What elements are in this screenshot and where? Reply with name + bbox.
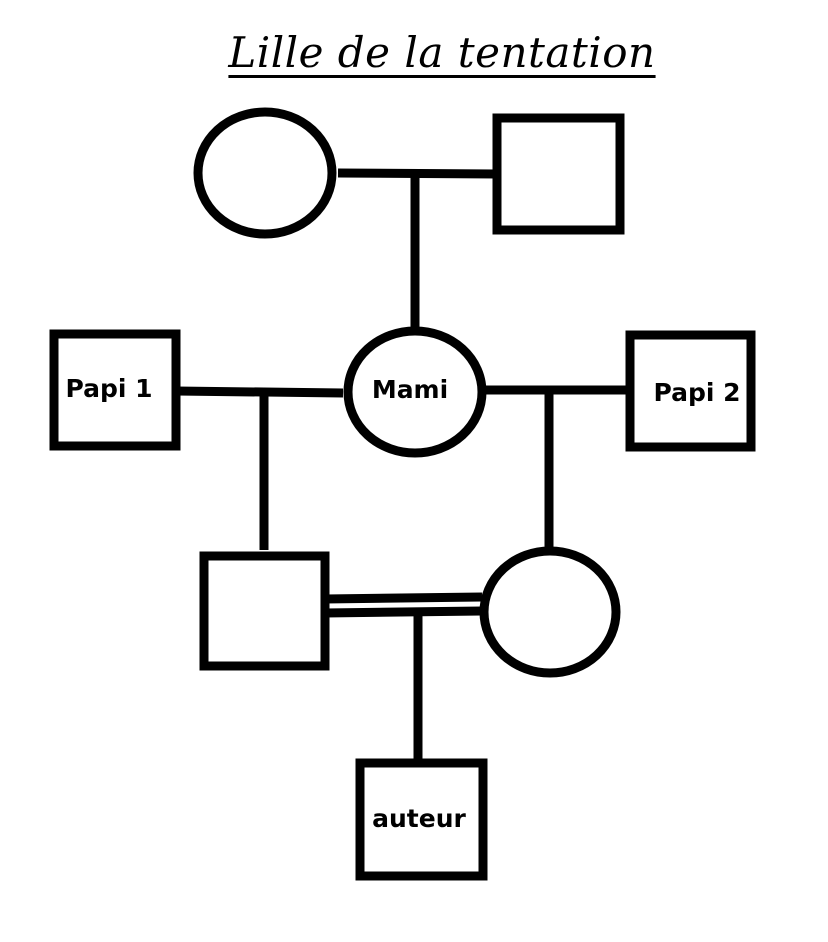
auteur-square [355,758,488,881]
mami-circle [343,326,487,458]
father-square [199,551,330,671]
great-grandmother-circle [193,107,337,239]
auteur-label: auteur [372,804,466,833]
papi1-label: Papi 1 [65,374,152,403]
top-couple-union-line [337,168,498,179]
great-grandfather-square [492,113,625,235]
consanguineous-union-line-lower [324,606,483,618]
mother-circle [479,546,621,678]
consanguineous-union-line-upper [324,592,483,604]
papi2-label: Papi 2 [653,378,740,407]
papi1-square [49,329,181,451]
diagram-title: Lille de la tentation [228,28,656,77]
mami-label: Mami [372,375,448,404]
papi1-mami-union-line [175,386,344,398]
